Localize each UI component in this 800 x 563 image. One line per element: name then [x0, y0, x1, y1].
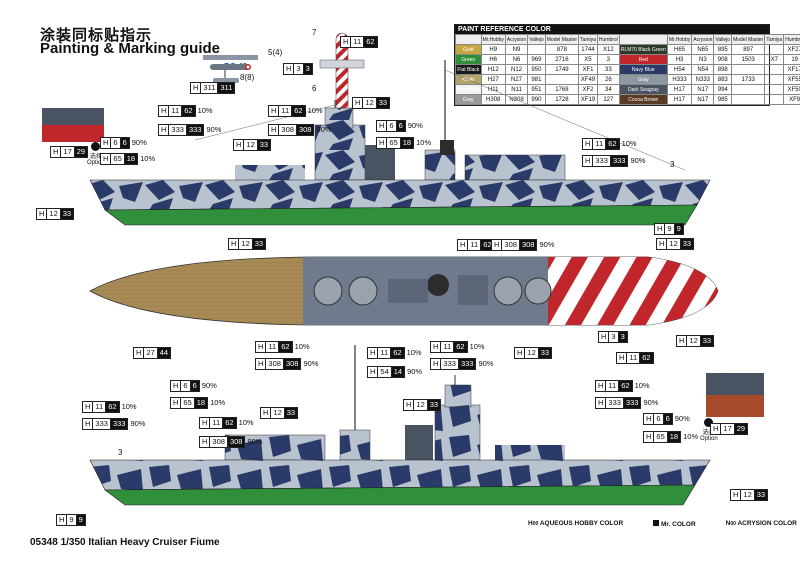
aircraft-num-1: 5(4)	[268, 48, 283, 57]
ship-plan-view	[89, 256, 719, 326]
aircraft-num-2: 8(8)	[240, 73, 255, 82]
ship-profile-port	[89, 345, 711, 506]
paint-table-title: PAINT REFERENCE COLOR	[455, 25, 769, 34]
italian-ensign-flag-top	[42, 108, 104, 142]
italian-ensign-flag-bottom	[706, 373, 764, 417]
pennant-number-bottom: 3	[118, 448, 123, 457]
legend-acrysion: N00 ACRYSION COLOR	[725, 520, 797, 527]
aircraft-num-3: 7	[312, 28, 317, 37]
pennant-number-top: 3	[670, 160, 675, 169]
color-legend: H00 AQUEOUS HOBBY COLOR Mr. COLOR N00 AC…	[528, 520, 797, 528]
legend-mr: Mr. COLOR	[653, 520, 696, 528]
guide-title-cn: 涂装同标贴指示	[40, 27, 153, 44]
ro43-top-view-stripes	[319, 32, 365, 114]
paint-swatch: RLM70 Black Green	[618, 44, 668, 55]
guide-title-en: Painting & Marking guide	[40, 40, 221, 57]
ship-profile-starboard	[89, 60, 711, 226]
paint-swatch: Gold	[455, 44, 482, 55]
legend-aqueous: H00 AQUEOUS HOBBY COLOR	[528, 520, 624, 527]
ro43-side-view	[203, 55, 258, 83]
footer-title: 05348 1/350 Italian Heavy Cruiser Fiume	[30, 537, 220, 548]
aircraft-num-4: 6	[312, 84, 317, 93]
